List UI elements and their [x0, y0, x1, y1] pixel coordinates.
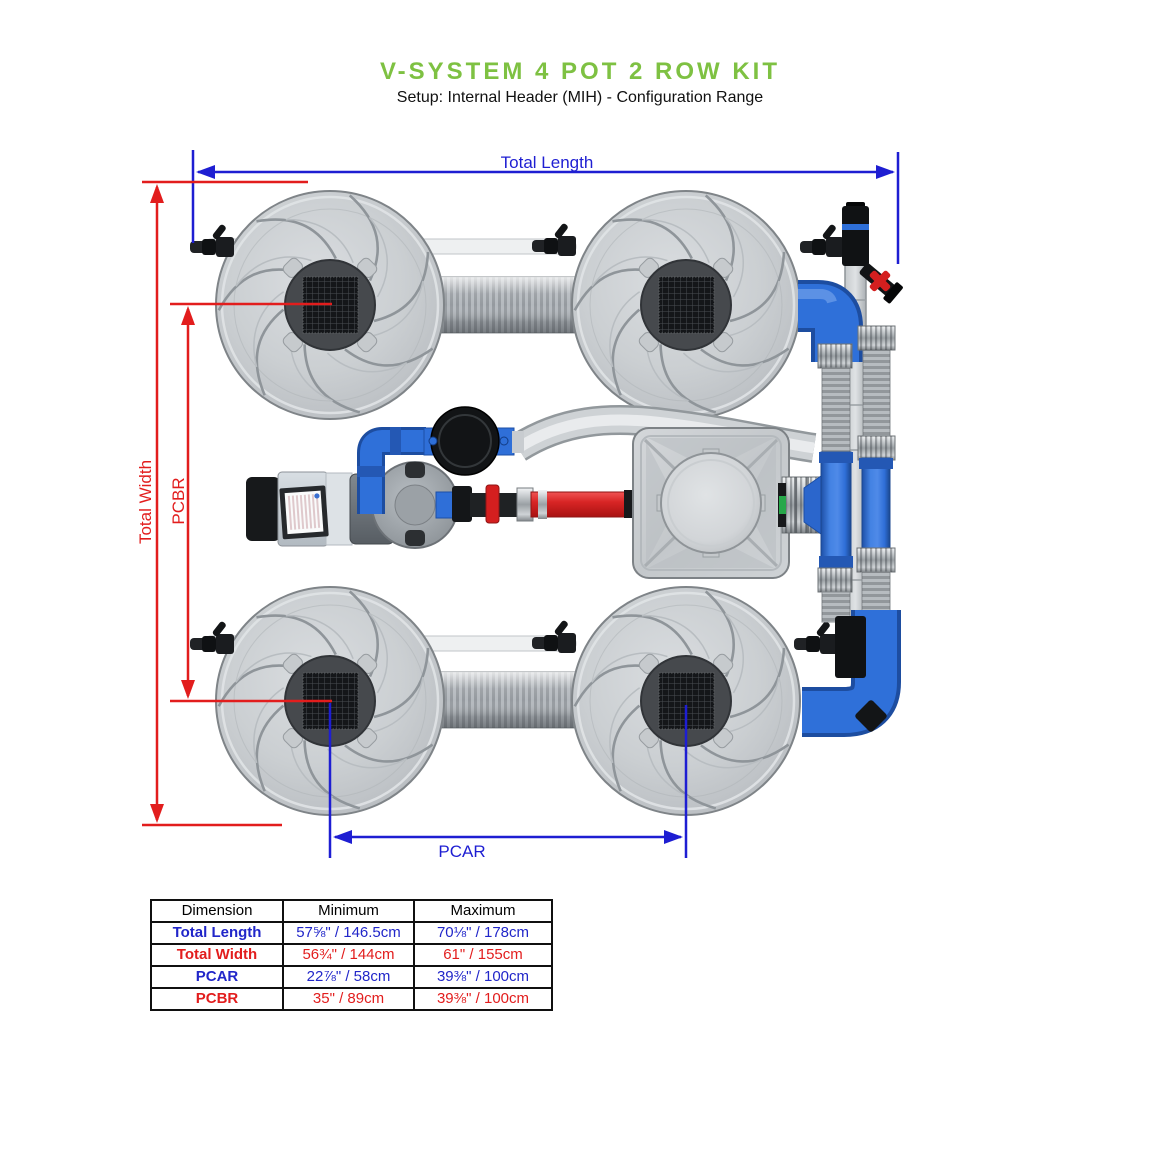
- drain-plug: [855, 700, 887, 732]
- dimension-pcbr: [170, 302, 332, 703]
- dimension-total-width: [142, 180, 308, 827]
- barb-fitting-bottom-right: [794, 620, 838, 654]
- barb-fitting-top-left: [190, 223, 234, 257]
- page-subtitle: Setup: Internal Header (MIH) - Configura…: [396, 89, 764, 106]
- label-pcar: PCAR: [438, 842, 485, 861]
- barb-fitting-bottom-left: [190, 620, 234, 654]
- valve-handle-red: [869, 270, 891, 292]
- row-label: PCAR: [150, 965, 284, 989]
- barb-fitting-top-right: [800, 223, 844, 257]
- label-pcbr: PCBR: [169, 477, 188, 524]
- pump-outlet-elbow: [357, 427, 426, 514]
- interconnect-pipe-top: [429, 276, 587, 334]
- ball-valve-handle: [485, 484, 500, 524]
- label-total-width: Total Width: [136, 460, 155, 544]
- dimension-pcar: [328, 703, 688, 858]
- table-header-row: Dimension Minimum Maximum: [150, 899, 553, 923]
- row-max: 61" / 155cm: [413, 943, 553, 967]
- reservoir-tank: [632, 427, 790, 579]
- red-pipe: [530, 491, 634, 518]
- row-max: 39⅜" / 100cm: [413, 965, 553, 989]
- pump-label: [279, 485, 329, 540]
- tank-lid: [656, 448, 766, 558]
- header-minimum: Minimum: [282, 899, 415, 923]
- dimensions-table: Dimension Minimum Maximum Total Length 5…: [150, 899, 553, 1011]
- row-max: 70⅛" / 178cm: [413, 921, 553, 945]
- header-manifold: [778, 202, 903, 737]
- manifold-bottom-tee: [835, 616, 866, 678]
- check-valve: [423, 406, 524, 476]
- grow-pot-top-right: [570, 189, 802, 421]
- header-dimension: Dimension: [150, 899, 284, 923]
- row-label: Total Width: [150, 943, 284, 967]
- manifold-right-column: [802, 325, 901, 737]
- manifold-left-column: [798, 280, 863, 623]
- row-min: 56¾" / 144cm: [282, 943, 415, 967]
- interconnect-pipe-bottom: [429, 671, 587, 729]
- row-min: 22⅞" / 58cm: [282, 965, 415, 989]
- row-label: PCBR: [150, 987, 284, 1011]
- dimension-total-length: [191, 150, 900, 264]
- row-min: 57⅝" / 146.5cm: [282, 921, 415, 945]
- header-maximum: Maximum: [413, 899, 553, 923]
- manifold-top-tee: [842, 202, 869, 266]
- feed-line-red: [435, 484, 636, 524]
- row-max: 39⅜" / 100cm: [413, 987, 553, 1011]
- table-row-pcbr: PCBR 35" / 89cm 39⅜" / 100cm: [150, 987, 553, 1011]
- page-title: V-SYSTEM 4 POT 2 ROW KIT: [379, 58, 781, 85]
- water-pump: [246, 461, 459, 549]
- table-row-total-width: Total Width 56¾" / 144cm 61" / 155cm: [150, 943, 553, 967]
- row-label: Total Length: [150, 921, 284, 945]
- label-total-length: Total Length: [501, 153, 594, 172]
- row-min: 35" / 89cm: [282, 987, 415, 1011]
- level-indicator: [779, 496, 786, 514]
- table-row-total-length: Total Length 57⅝" / 146.5cm 70⅛" / 178cm: [150, 921, 553, 945]
- table-row-pcar: PCAR 22⅞" / 58cm 39⅜" / 100cm: [150, 965, 553, 989]
- drain-valve: [859, 263, 903, 304]
